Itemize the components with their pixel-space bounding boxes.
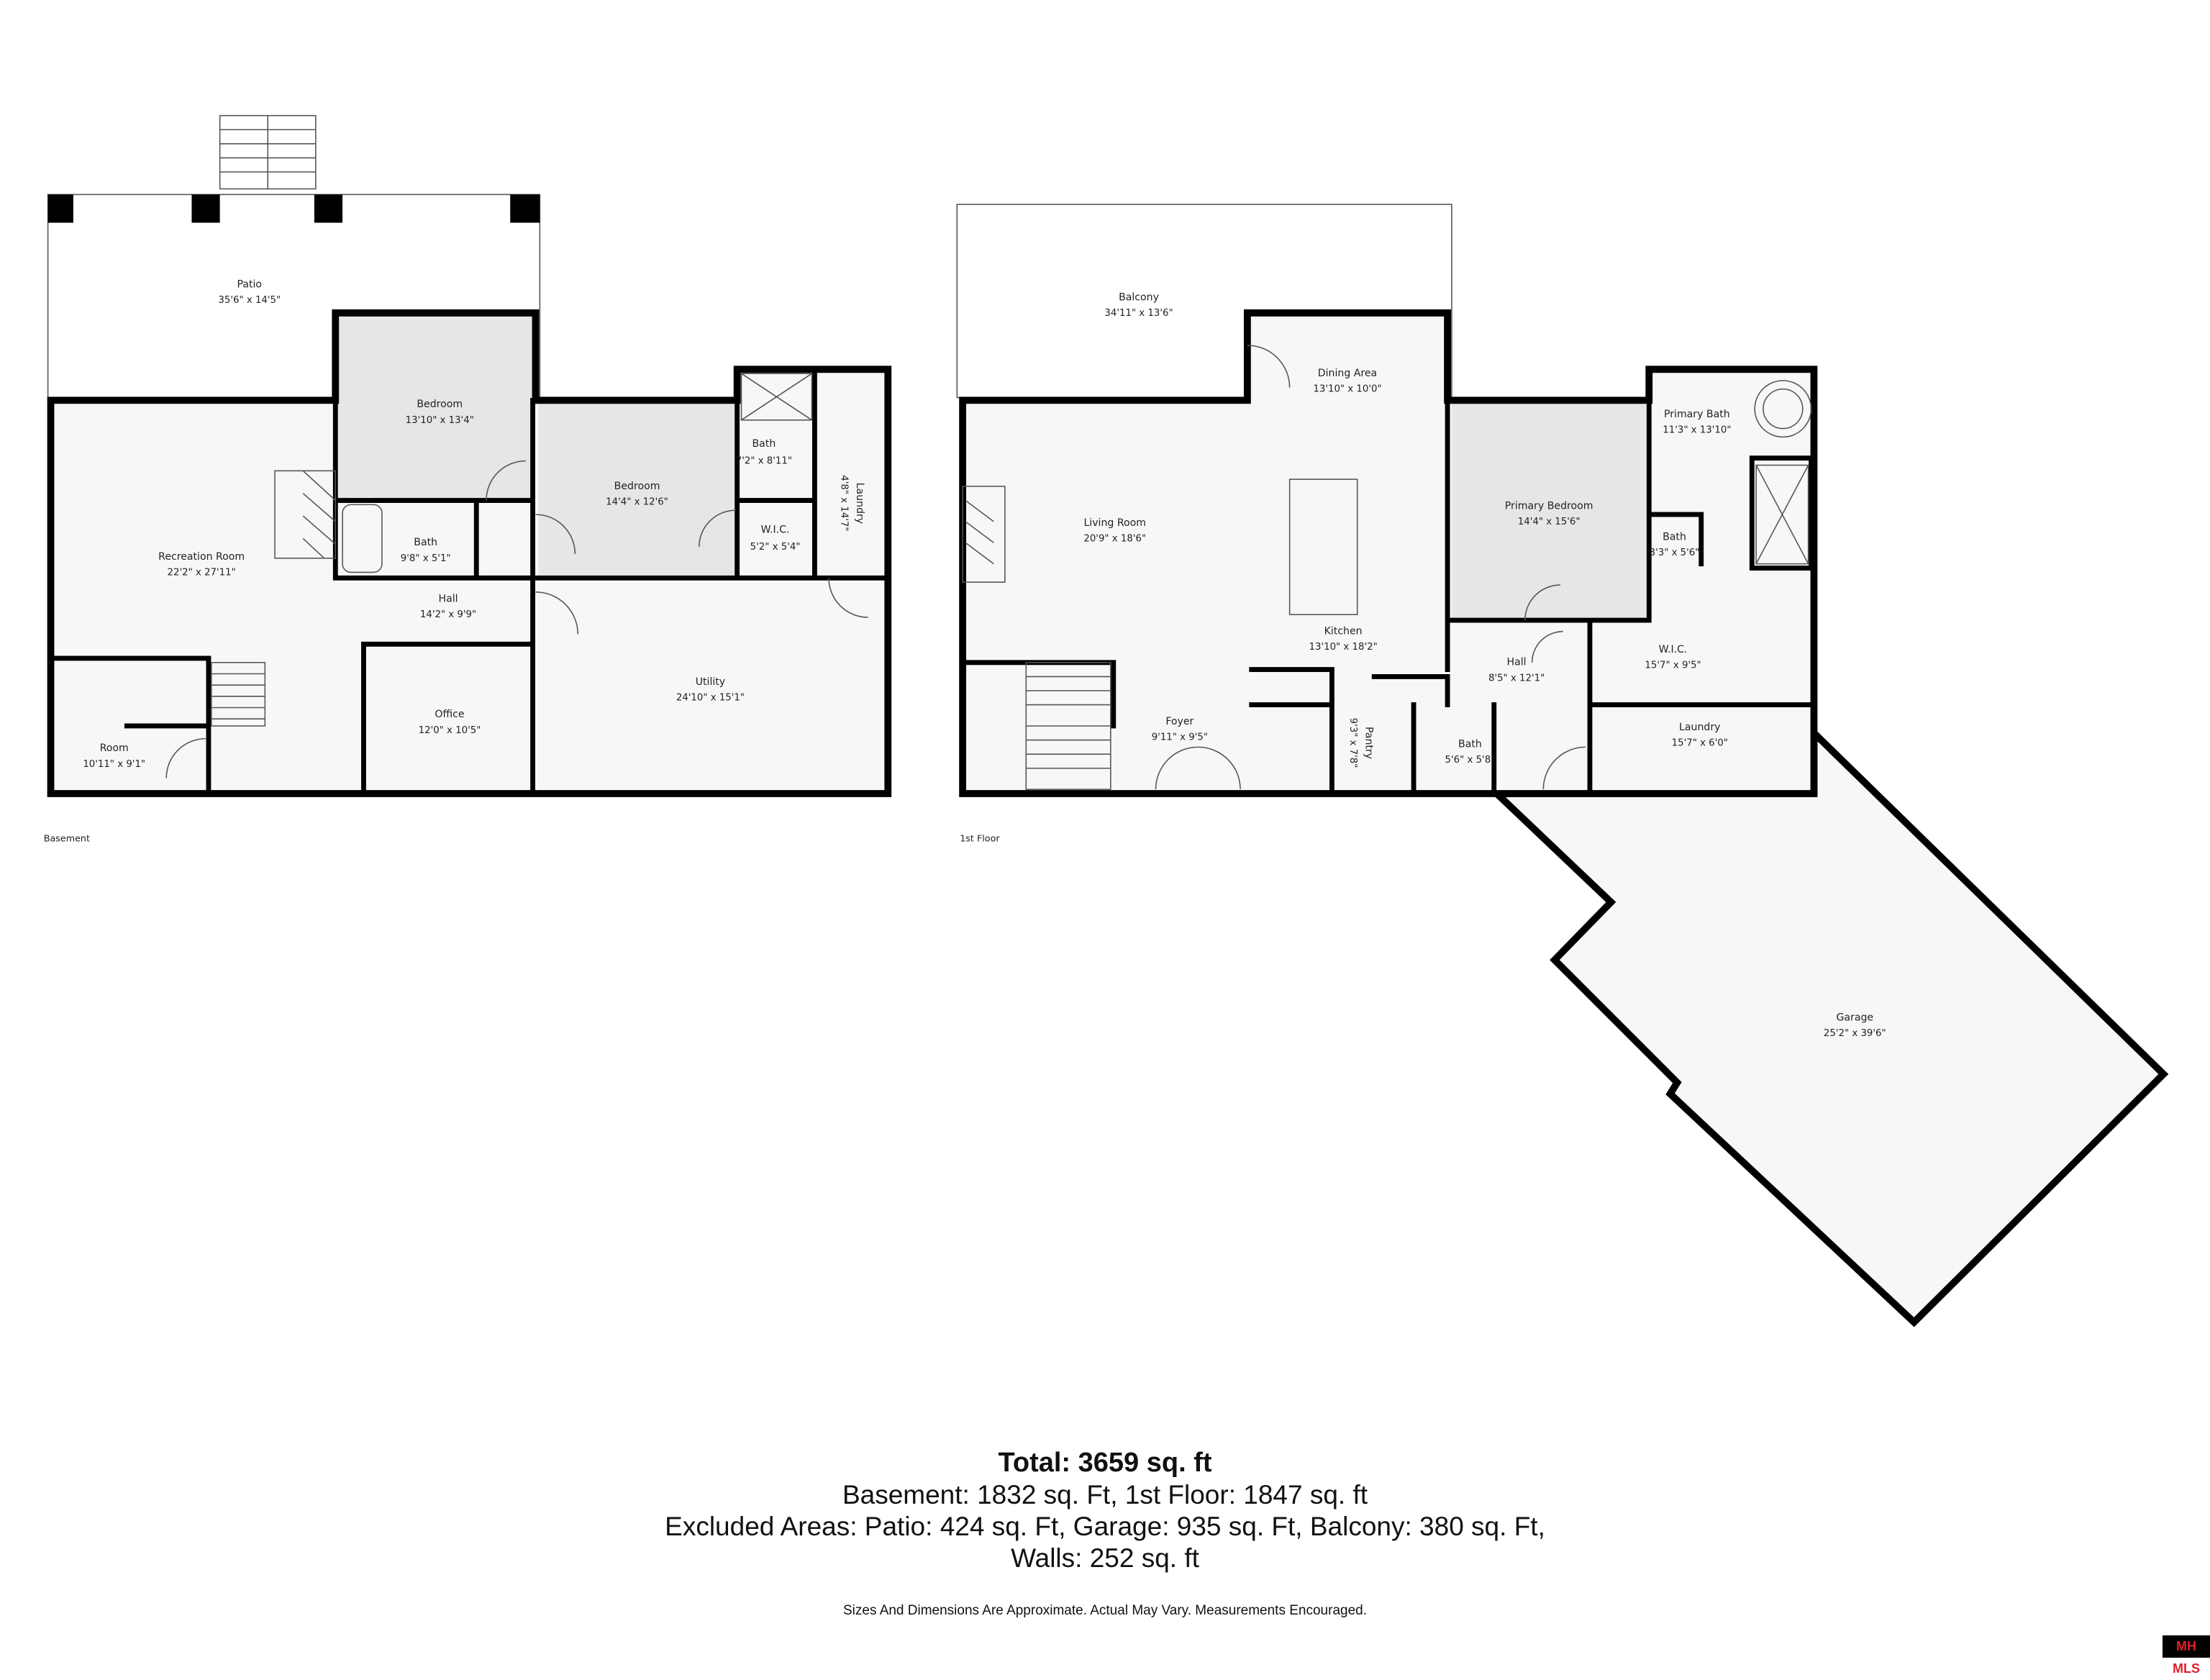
first-floor-plan: Balcony 34'11" x 13'6" Dining Area 13'10… — [956, 204, 2169, 1327]
room-name: Bath — [1663, 531, 1686, 542]
shower-icon — [1755, 464, 1809, 565]
room-name: W.I.C. — [1659, 644, 1688, 655]
room-name: Living Room — [1083, 517, 1146, 529]
room-dims: 14'2" x 9'9" — [420, 609, 476, 620]
room-dims: 13'10" x 18'2" — [1309, 642, 1378, 653]
room-name: Pantry — [1363, 727, 1374, 759]
shower-icon — [740, 373, 813, 421]
room-name: Utility — [696, 676, 725, 688]
room-name: Recreation Room — [158, 551, 245, 563]
room-name: Balcony — [1119, 291, 1159, 303]
room-name: Hall — [438, 594, 458, 605]
room-name: Bath — [414, 537, 437, 548]
room-dims: 3'3" x 5'6" — [1650, 548, 1700, 558]
room-name: Laundry — [854, 483, 865, 524]
room-dims: 22'2" x 27'11" — [168, 567, 236, 578]
room-dims: 9'11" x 9'5" — [1152, 732, 1208, 743]
room-dims: 14'4" x 15'6" — [1518, 517, 1581, 527]
room-name: Garage — [1836, 1012, 1873, 1023]
room-dims: 4'8" x 14'7" — [839, 475, 850, 531]
exterior-stairs — [219, 114, 317, 190]
room-dims: 20'9" x 18'6" — [1083, 533, 1146, 544]
room-dims: 9'3" x 7'8" — [1347, 718, 1358, 768]
total-area: Total: 3659 sq. ft — [998, 1448, 1212, 1478]
bedroom-fill — [538, 400, 737, 576]
room-dims: 8'5" x 12'1" — [1488, 673, 1545, 684]
room-dims: 24'10" x 15'1" — [676, 693, 745, 704]
room-dims: 25'2" x 39'6" — [1824, 1028, 1886, 1039]
fireplace-icon — [274, 470, 337, 559]
room-dims: 15'7" x 6'0" — [1672, 737, 1728, 748]
room-name: Bath — [1458, 738, 1482, 750]
fireplace-icon — [962, 486, 1006, 583]
room-dims: 11'3" x 13'10" — [1663, 424, 1731, 435]
floor-areas: Basement: 1832 sq. Ft, 1st Floor: 1847 s… — [842, 1480, 1368, 1509]
room-name: Kitchen — [1324, 626, 1363, 637]
room-dims: 9'8" x 5'1" — [401, 553, 451, 564]
interior-walls — [960, 366, 1816, 796]
room-dims: 12'0" x 10'5" — [419, 725, 481, 736]
area-summary: Total: 3659 sq. ft Basement: 1832 sq. Ft… — [0, 1446, 2210, 1619]
floor-label: Basement — [44, 834, 90, 845]
room-name: Bedroom — [417, 399, 463, 410]
room-dims: 10'11" x 9'1" — [83, 759, 145, 770]
basement-stairs — [211, 662, 266, 727]
patio-posts — [47, 194, 540, 223]
room-dims: 13'10" x 13'4" — [406, 415, 474, 426]
tub-icon — [1754, 380, 1812, 438]
room-dims: 35'6" x 14'5" — [218, 295, 281, 306]
bedroom-fill — [338, 315, 533, 499]
mls-logo: MH MLS — [2163, 1635, 2210, 1676]
room-name: Foyer — [1165, 716, 1193, 727]
room-dims: 5'6" x 5'8" — [1445, 755, 1496, 766]
room-name: Hall — [1507, 657, 1527, 668]
room-dims: 14'4" x 12'6" — [606, 496, 668, 507]
floor-label: 1st Floor — [960, 834, 1000, 845]
basement-plan: Patio 35'6" x 14'5" Bedroom 13'10" x 13'… — [44, 114, 892, 845]
door-swings — [165, 460, 868, 778]
interior-stairs — [1025, 662, 1111, 790]
room-name: Laundry — [1679, 722, 1720, 733]
room-name: Office — [435, 709, 464, 720]
room-dims: 5'2" x 5'4" — [750, 542, 801, 553]
room-name: W.I.C. — [761, 525, 790, 536]
kitchen-island — [1288, 478, 1358, 615]
room-dims: 15'7" x 9'5" — [1645, 660, 1701, 671]
room-dims: 7'2" x 8'11" — [736, 456, 792, 467]
room-name: Room — [100, 743, 129, 754]
disclaimer: Sizes And Dimensions Are Approximate. Ac… — [843, 1603, 1367, 1618]
walls-area: Walls: 252 sq. ft — [1011, 1543, 1199, 1573]
room-name: Bath — [752, 438, 776, 450]
room-dims: 13'10" x 10'0" — [1313, 384, 1381, 395]
door-swings — [1155, 345, 1586, 790]
bathtub-icon — [342, 504, 383, 573]
room-dims: 34'11" x 13'6" — [1104, 308, 1173, 319]
room-name: Patio — [237, 279, 262, 291]
room-name: Primary Bath — [1664, 409, 1730, 420]
room-name: Bedroom — [614, 481, 660, 492]
room-name: Dining Area — [1318, 368, 1377, 379]
room-name: Primary Bedroom — [1505, 500, 1593, 512]
excluded-areas: Excluded Areas: Patio: 424 sq. Ft, Garag… — [665, 1512, 1545, 1541]
primary-bedroom-fill — [1451, 401, 1647, 618]
